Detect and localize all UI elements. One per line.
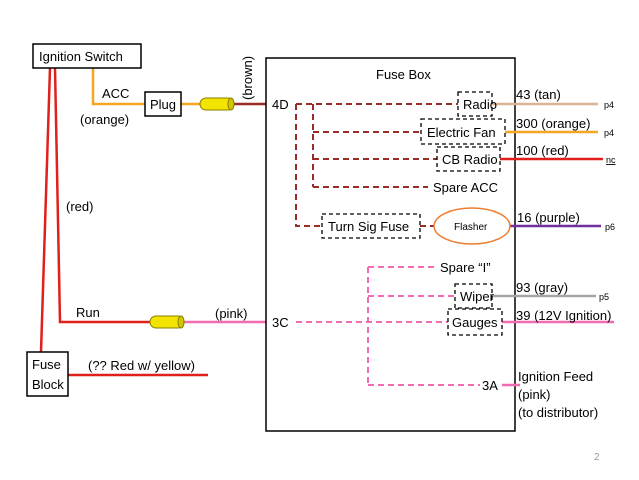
ref-p6: p6	[605, 222, 615, 232]
spare-i-label: Spare “I”	[440, 260, 491, 275]
fuse-wiper-label: Wiper	[460, 289, 495, 304]
spare-acc-label: Spare ACC	[433, 180, 498, 195]
out-93-gray: 93 (gray)	[516, 280, 568, 295]
ref-p5: p5	[599, 292, 609, 302]
flasher-label: Flasher	[454, 222, 488, 233]
terminal-4d: 4D	[272, 97, 289, 112]
fuse-block-label-1: Fuse	[32, 357, 61, 372]
brown-label: (brown)	[240, 56, 255, 100]
orange-label: (orange)	[80, 112, 129, 127]
fuse-box-label: Fuse Box	[376, 67, 431, 82]
fuse-gauges-label: Gauges	[452, 315, 498, 330]
fuse-radio-label: Radio	[463, 97, 497, 112]
fuse-wiper	[454, 283, 493, 309]
terminal-3a: 3A	[482, 378, 498, 393]
fuse-turn-sig	[321, 213, 421, 239]
fuse-electric-fan-label: Electric Fan	[427, 125, 496, 140]
ref-nc: nc	[606, 155, 616, 165]
out-16-purple: 16 (purple)	[517, 210, 580, 225]
wire-ignition-to-run	[53, 67, 152, 324]
ref-p4-a: p4	[604, 100, 614, 110]
fuse-block-label-2: Block	[32, 377, 64, 392]
out-ignition-feed-dest: (to distributor)	[518, 405, 598, 420]
red-label: (red)	[66, 199, 93, 214]
fuse-electric-fan	[420, 118, 506, 145]
acc-label: ACC	[102, 86, 129, 101]
out-100-red: 100 (red)	[516, 143, 569, 158]
out-43-tan: 43 (tan)	[516, 87, 561, 102]
fuse-cb-radio	[436, 146, 501, 172]
wire-acc-orange	[91, 68, 145, 106]
fuses	[321, 91, 506, 336]
wire-ignition-to-fuse-block	[39, 67, 52, 353]
out-39-ignition: 39 (12V Ignition)	[516, 308, 611, 323]
ref-p4-b: p4	[604, 128, 614, 138]
flasher	[433, 207, 511, 245]
out-ignition-feed-color: (pink)	[518, 387, 551, 402]
fuse-block-box	[26, 351, 69, 397]
ignition-switch-box	[32, 43, 142, 69]
plug-box	[144, 91, 182, 117]
fuse-gauges	[447, 308, 503, 336]
red-yellow-label: (?? Red w/ yellow)	[88, 358, 195, 373]
red-wires	[39, 67, 266, 377]
fuse-box	[265, 57, 516, 432]
out-300-orange: 300 (orange)	[516, 116, 590, 131]
pink-label: (pink)	[215, 306, 248, 321]
ignition-bus	[296, 266, 480, 386]
acc-bus	[295, 103, 458, 227]
plug-label: Plug	[150, 97, 176, 112]
page-number: 2	[594, 452, 600, 463]
run-label: Run	[76, 305, 100, 320]
ignition-switch-label: Ignition Switch	[39, 49, 123, 64]
fuse-radio	[457, 91, 493, 117]
fuse-cb-radio-label: CB Radio	[442, 152, 498, 167]
fuse-turn-sig-label: Turn Sig Fuse	[328, 219, 409, 234]
out-ignition-feed: Ignition Feed	[518, 369, 593, 384]
terminal-3c: 3C	[272, 315, 289, 330]
